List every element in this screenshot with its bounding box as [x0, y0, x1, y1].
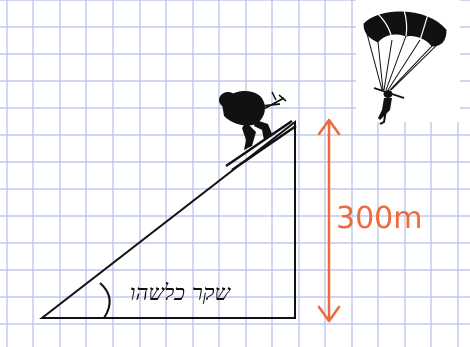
angle-label: שקר כלשהו	[130, 281, 232, 306]
angle-arc	[99, 282, 111, 319]
slope-triangle	[39, 119, 296, 319]
height-label: 300m	[336, 201, 422, 236]
parachutist-icon	[356, 0, 460, 125]
height-arrow	[317, 118, 341, 323]
skier-icon	[219, 90, 297, 172]
